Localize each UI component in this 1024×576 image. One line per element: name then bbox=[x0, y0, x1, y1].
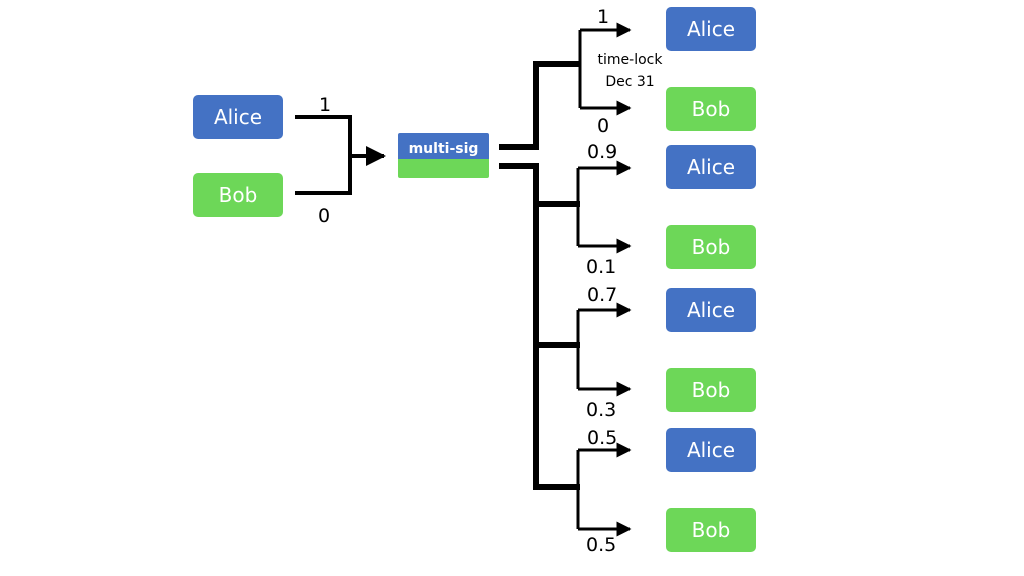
input-alice-amount: 1 bbox=[319, 94, 332, 116]
outcome-1-bob-box: Bob bbox=[666, 87, 756, 131]
input-alice-label: Alice bbox=[213, 105, 263, 129]
time-lock-line2: Dec 31 bbox=[605, 74, 655, 90]
input-bob-amount: 0 bbox=[318, 205, 331, 227]
outcome-3-bob-label: Bob bbox=[691, 378, 731, 402]
outcome-4-alice-amount: 0.5 bbox=[587, 427, 618, 449]
outcomes-trunk-connector bbox=[499, 163, 580, 490]
outcome-4-bob-label: Bob bbox=[691, 518, 731, 542]
outcome-1-alice-box: Alice bbox=[666, 7, 756, 51]
outcome-1-connector bbox=[499, 22, 632, 150]
multi-sig-label: multi-sig bbox=[408, 141, 479, 157]
multi-sig-box: multi-sig bbox=[398, 133, 489, 178]
outcome-2-alice-amount: 0.9 bbox=[587, 141, 618, 163]
outcome-1-alice-label: Alice bbox=[686, 17, 736, 41]
outcome-3-alice-box: Alice bbox=[666, 288, 756, 332]
time-lock-line1: time-lock bbox=[597, 52, 663, 68]
input-alice-box: Alice bbox=[193, 95, 283, 139]
outcome-3-bob-amount: 0.3 bbox=[586, 399, 617, 421]
outcome-1-bob-label: Bob bbox=[691, 97, 731, 121]
outcome-4-connector bbox=[576, 442, 632, 537]
outcome-2-bob-amount: 0.1 bbox=[586, 256, 617, 278]
outcome-3-alice-amount: 0.7 bbox=[587, 284, 618, 306]
outcome-2-connector bbox=[576, 160, 632, 254]
input-bob-label: Bob bbox=[218, 183, 258, 207]
outcome-3-connector bbox=[576, 302, 632, 397]
time-lock-note: time-lock Dec 31 bbox=[590, 49, 670, 93]
outcome-4-alice-box: Alice bbox=[666, 428, 756, 472]
outcome-2-bob-label: Bob bbox=[691, 235, 731, 259]
input-connector bbox=[295, 115, 386, 195]
outcome-4-bob-amount: 0.5 bbox=[586, 534, 617, 556]
outcome-2-alice-box: Alice bbox=[666, 145, 756, 189]
outcome-1-bob-amount: 0 bbox=[597, 115, 610, 137]
outcome-1-alice-amount: 1 bbox=[597, 6, 610, 28]
outcome-4-bob-box: Bob bbox=[666, 508, 756, 552]
outcome-3-alice-label: Alice bbox=[686, 298, 736, 322]
input-bob-box: Bob bbox=[193, 173, 283, 217]
outcome-2-bob-box: Bob bbox=[666, 225, 756, 269]
outcome-2-alice-label: Alice bbox=[686, 155, 736, 179]
outcome-3-bob-box: Bob bbox=[666, 368, 756, 412]
outcome-4-alice-label: Alice bbox=[686, 438, 736, 462]
